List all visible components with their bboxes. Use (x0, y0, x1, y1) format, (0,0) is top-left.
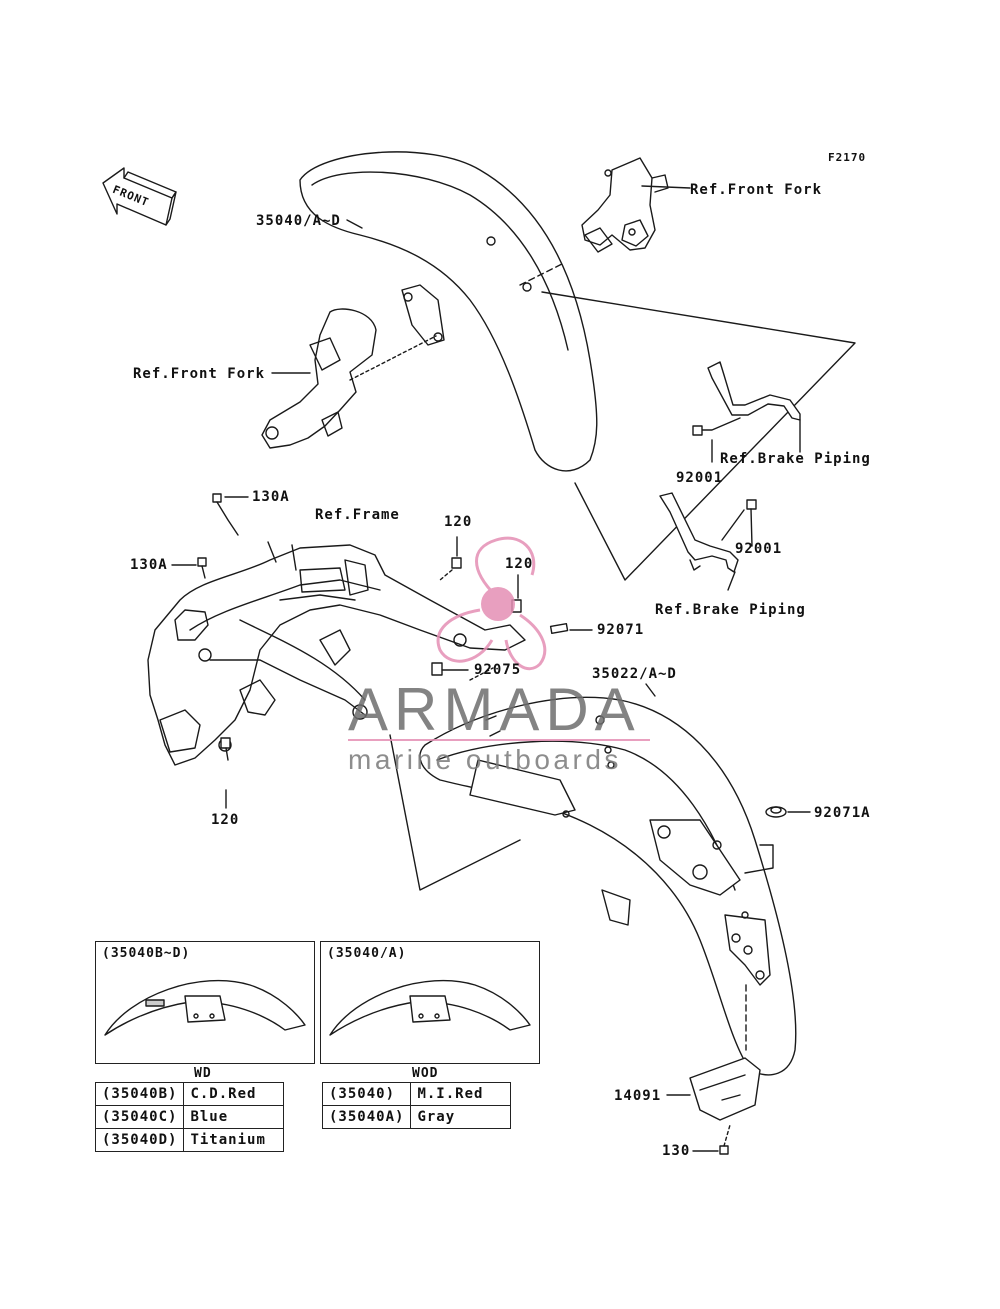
inset-wd-caption: WD (194, 1066, 212, 1081)
callout-35040: 35040/A~D (256, 213, 341, 229)
table-row: (35040C) Blue (94, 1105, 285, 1129)
callout-35022: 35022/A~D (592, 666, 677, 682)
inset-wod-title: (35040/A) (327, 946, 407, 961)
inset-wod-caption: WOD (412, 1066, 439, 1081)
table-cell-code: (35040B) (94, 1082, 185, 1106)
table-cell-color: Titanium (183, 1128, 285, 1152)
watermark-subtitle: marine outboards (348, 744, 622, 775)
figure-code: F2170 (828, 151, 867, 164)
table-cell-color: Gray (410, 1105, 512, 1129)
callout-130a-left: 130A (130, 557, 168, 573)
inset-wd-title: (35040B~D) (102, 946, 191, 961)
rear-frame (147, 541, 526, 766)
bolt-130-icon (719, 1124, 731, 1155)
table-cell-color: M.I.Red (410, 1082, 512, 1106)
callout-ref-brake-piping-1: Ref.Brake Piping (720, 451, 871, 467)
callout-92071: 92071 (597, 622, 645, 638)
watermark-title: ARMADA (348, 676, 641, 743)
table-cell-code: (35040) (321, 1082, 412, 1106)
callout-120-a: 120 (444, 514, 473, 530)
callout-130a-top: 130A (252, 489, 290, 505)
callout-130: 130 (662, 1143, 691, 1159)
table-cell-code: (35040C) (94, 1105, 185, 1129)
callout-ref-frame: Ref.Frame (315, 507, 400, 523)
grommet-92071a-icon (765, 806, 787, 818)
brake-piping-bracket-lower (659, 492, 757, 573)
wd-color-table: (35040B) C.D.Red (35040C) Blue (35040D) … (94, 1082, 285, 1152)
table-cell-color: C.D.Red (183, 1082, 285, 1106)
table-cell-code: (35040A) (321, 1105, 412, 1129)
bolt-130a-top-icon (212, 493, 239, 536)
callout-ref-front-fork-left: Ref.Front Fork (133, 366, 266, 382)
brake-piping-bracket-upper (692, 361, 801, 436)
front-fork-right (581, 157, 669, 253)
inset-wd-fender-drawing (104, 979, 306, 1036)
front-direction-arrow-icon (102, 167, 177, 226)
table-row: (35040) M.I.Red (321, 1082, 512, 1106)
callout-14091: 14091 (614, 1088, 662, 1104)
table-row: (35040A) Gray (321, 1105, 512, 1129)
callout-92075: 92075 (474, 662, 522, 678)
callout-ref-front-fork-top: Ref.Front Fork (690, 182, 823, 198)
inset-wod-fender-drawing (329, 979, 531, 1036)
rear-fender (419, 696, 797, 1076)
table-row: (35040B) C.D.Red (94, 1082, 285, 1106)
callout-92001-b: 92001 (735, 541, 783, 557)
callout-120-b: 120 (505, 556, 534, 572)
bolt-120-c-icon (220, 737, 231, 761)
wod-color-table: (35040) M.I.Red (35040A) Gray (321, 1082, 512, 1129)
callout-92001-a: 92001 (676, 470, 724, 486)
cover-14091 (689, 1057, 761, 1121)
clip-92071-icon (549, 622, 569, 635)
inset-wd-box: (35040B~D) (95, 941, 315, 1064)
callout-120-c: 120 (211, 812, 240, 828)
table-cell-color: Blue (183, 1105, 285, 1129)
table-cell-code: (35040D) (94, 1128, 185, 1152)
nut-92075-icon (431, 662, 443, 676)
bolt-120-a-icon (439, 557, 462, 581)
inset-wod-box: (35040/A) (320, 941, 540, 1064)
bolt-130a-left-icon (197, 557, 207, 579)
table-row: (35040D) Titanium (94, 1128, 285, 1152)
front-fender (299, 151, 598, 472)
front-fork-left (261, 308, 377, 449)
watermark-propeller-logo (348, 536, 650, 741)
callout-ref-brake-piping-2: Ref.Brake Piping (655, 602, 806, 618)
callout-92071a: 92071A (814, 805, 871, 821)
